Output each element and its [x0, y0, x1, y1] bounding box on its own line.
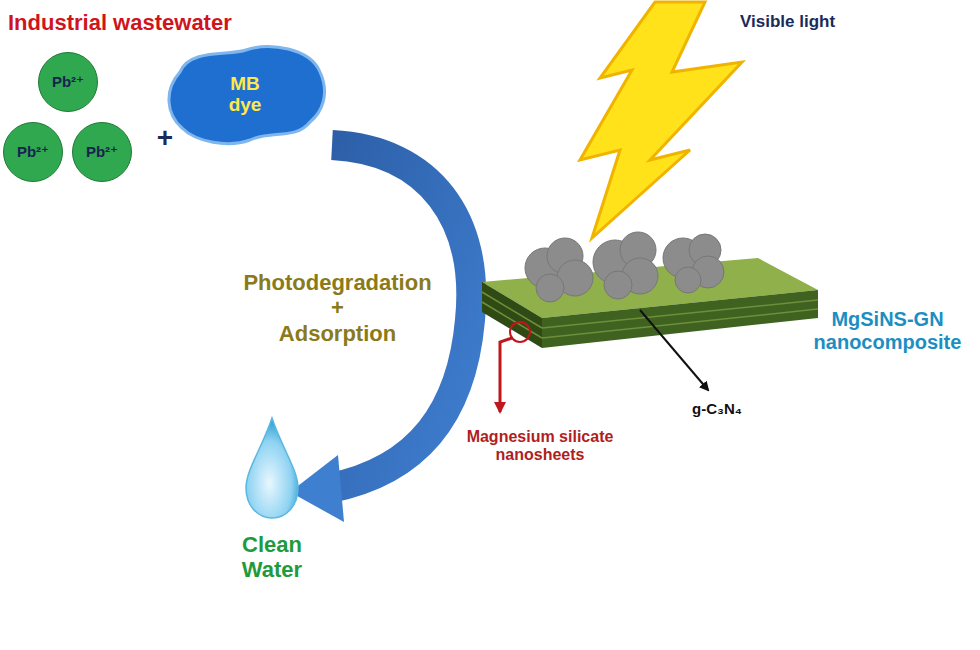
light-bolt — [580, 2, 742, 238]
pointer-arrow — [500, 338, 512, 412]
word: Photodegradation — [230, 270, 445, 295]
node-text-group: Pb²⁺ — [86, 144, 118, 161]
ion-circle: Pb²⁺ — [3, 122, 63, 182]
ion-circle: Pb²⁺ — [38, 52, 98, 112]
ion-label: Pb²⁺ — [17, 144, 49, 161]
word: + — [230, 295, 445, 320]
ion-circle: Pb²⁺ — [72, 122, 132, 182]
word: MB — [229, 74, 262, 95]
heading-label: Industrial wastewater — [8, 10, 308, 35]
dye-blob: MB dye — [160, 42, 330, 148]
water-drop — [246, 418, 298, 518]
process-arrow — [330, 145, 471, 488]
pointer-arrow — [640, 310, 708, 390]
blob-outline — [169, 47, 325, 144]
word: Adsorption — [230, 321, 445, 346]
outcome-label: Clean Water — [222, 532, 322, 583]
nanosheet-clusters — [525, 232, 724, 302]
pointer-ring — [510, 322, 530, 342]
process-label: Photodegradation + Adsorption — [230, 270, 445, 346]
dye-label: MB dye — [229, 74, 262, 116]
light-label: Visible light — [740, 12, 940, 32]
plus-sign: + — [150, 122, 180, 154]
part-label: g-C₃N₄ — [692, 400, 782, 417]
ion-label: Pb²⁺ — [52, 74, 84, 91]
node-text-group: Pb²⁺ — [17, 144, 49, 161]
part-label: Magnesium silicate nanosheets — [440, 428, 640, 465]
material-label: MgSiNS-GN nanocomposite — [800, 308, 975, 354]
word: dye — [229, 95, 262, 116]
node-text-group: MB dye — [229, 74, 262, 116]
ion-label: Pb²⁺ — [86, 144, 118, 161]
node-text-group: Pb²⁺ — [52, 74, 84, 91]
